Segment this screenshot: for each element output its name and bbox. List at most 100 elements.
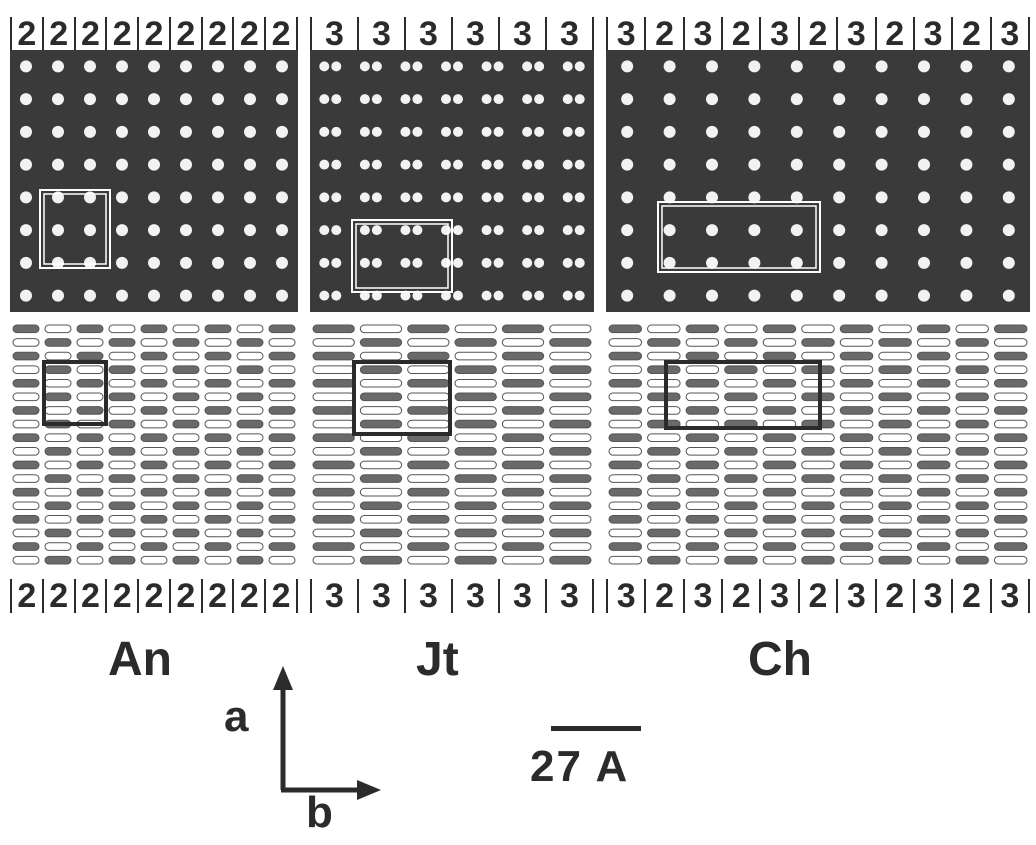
- image-spot: [493, 126, 504, 137]
- chain-width-number: 2: [105, 579, 137, 613]
- chain-block: [993, 555, 1028, 565]
- chain-block: [268, 365, 296, 374]
- chain-width-number: 2: [10, 579, 42, 613]
- chain-block: [236, 419, 264, 429]
- chain-block: [724, 378, 758, 388]
- chain-block: [44, 433, 72, 442]
- chain-block: [501, 378, 545, 388]
- chain-block: [549, 528, 592, 538]
- chain-block: [359, 324, 403, 334]
- chain-width-number: 3: [836, 579, 874, 613]
- image-spot: [493, 159, 504, 170]
- chain-block: [407, 487, 450, 497]
- chain-width-number: 3: [912, 579, 951, 613]
- chain-block: [993, 460, 1028, 470]
- chain-width-number: 2: [73, 17, 106, 51]
- chain-block: [140, 338, 168, 347]
- chain-block: [801, 515, 835, 524]
- chain-block: [916, 501, 951, 511]
- chain-block: [685, 406, 720, 415]
- chain-width-number: 2: [951, 17, 989, 51]
- chain-block: [172, 338, 200, 347]
- chain-block: [108, 419, 136, 429]
- image-spot: [706, 256, 718, 269]
- chain-block: [312, 487, 355, 497]
- structure-model-an: [10, 322, 298, 567]
- chain-block: [916, 419, 951, 429]
- chain-block: [108, 542, 136, 551]
- chain-block: [993, 351, 1028, 361]
- unit-cell-outline: [657, 201, 821, 273]
- chain-block: [762, 542, 797, 551]
- chain-block: [993, 406, 1028, 415]
- chain-block: [312, 351, 355, 361]
- unit-cell-outline-inner: [355, 223, 449, 289]
- image-spot: [621, 256, 634, 269]
- image-spot: [180, 224, 192, 237]
- chain-block: [454, 433, 497, 442]
- chain-block: [839, 528, 874, 538]
- chain-block: [108, 338, 136, 347]
- chain-block: [762, 460, 797, 470]
- chain-block: [762, 501, 797, 511]
- chain-block: [454, 378, 497, 388]
- chain-block: [549, 515, 592, 524]
- image-spot: [412, 257, 423, 268]
- image-spot: [493, 290, 504, 301]
- chain-width-number: 3: [682, 17, 721, 51]
- chain-block: [724, 392, 758, 402]
- chain-block: [172, 433, 200, 442]
- chain-block: [724, 351, 758, 361]
- chain-block: [76, 542, 104, 551]
- chain-block: [140, 378, 168, 388]
- chain-block: [454, 528, 497, 538]
- chain-block: [685, 528, 720, 538]
- image-spot: [148, 60, 160, 73]
- chain-block: [878, 406, 912, 415]
- chain-block: [762, 351, 797, 361]
- chain-block: [172, 501, 200, 511]
- chain-block: [204, 460, 232, 470]
- chain-block: [12, 433, 40, 442]
- image-spot: [481, 257, 492, 268]
- chain-block: [501, 406, 545, 415]
- image-spot: [244, 60, 256, 73]
- image-spot: [441, 290, 451, 301]
- chain-block: [268, 501, 296, 511]
- chain-block: [501, 501, 545, 511]
- chain-block: [204, 474, 232, 483]
- chain-block: [12, 460, 40, 470]
- image-spot: [116, 125, 128, 138]
- chain-block: [12, 447, 40, 456]
- image-spot: [562, 192, 573, 203]
- chain-block: [762, 447, 797, 456]
- chain-block: [312, 447, 355, 456]
- chain-block: [839, 447, 874, 456]
- image-spot: [84, 60, 96, 73]
- chain-block: [454, 419, 497, 429]
- chain-block: [172, 487, 200, 497]
- image-spot: [960, 60, 973, 73]
- image-spot: [960, 224, 973, 237]
- image-spot: [790, 60, 803, 73]
- image-spot: [663, 158, 676, 171]
- image-spot: [116, 60, 128, 73]
- chain-block: [76, 515, 104, 524]
- chain-block: [685, 392, 720, 402]
- image-spot: [663, 125, 676, 138]
- chain-block: [108, 474, 136, 483]
- image-spot: [562, 94, 573, 105]
- chain-block: [878, 433, 912, 442]
- image-spot: [562, 61, 573, 72]
- chain-block: [647, 460, 681, 470]
- image-spot: [522, 159, 533, 170]
- chain-block: [312, 378, 355, 388]
- image-spot: [493, 94, 504, 105]
- chain-block: [172, 392, 200, 402]
- chain-block: [801, 555, 835, 565]
- image-spot: [706, 60, 718, 73]
- chain-width-number: 2: [41, 579, 74, 613]
